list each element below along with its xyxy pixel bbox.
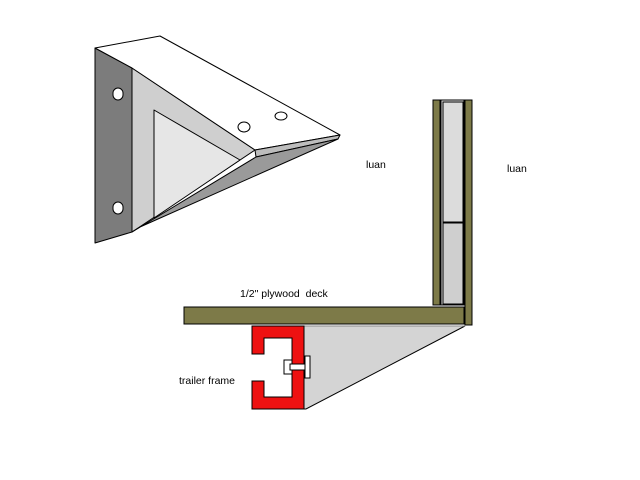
bracket-slot-hole — [112, 201, 124, 215]
bracket-3d-view — [94, 35, 341, 244]
bracket-side-view — [297, 325, 466, 410]
luan-right-panel — [464, 99, 473, 326]
wall-section — [432, 99, 473, 326]
bracket-back-plate — [94, 47, 133, 244]
bolt-head — [304, 355, 311, 379]
bolt — [283, 355, 311, 379]
wall-core-upper — [442, 101, 464, 223]
bracket-slot-hole — [274, 111, 288, 121]
bracket-slot-hole — [112, 87, 124, 101]
wall-core-lower — [442, 222, 464, 305]
trailer-frame-label: trailer frame — [179, 375, 235, 387]
bracket-side-gusset — [297, 325, 466, 410]
bracket-gusset-inner — [153, 109, 241, 219]
luan-left-label: luan — [366, 159, 386, 171]
luan-left-panel — [432, 99, 441, 306]
bracket-slot-hole — [237, 121, 251, 133]
plywood-deck-label: 1/2" plywood deck — [240, 288, 329, 300]
bolt-shaft — [289, 363, 307, 371]
plywood-deck — [183, 306, 465, 325]
luan-right-label: luan — [507, 163, 527, 175]
